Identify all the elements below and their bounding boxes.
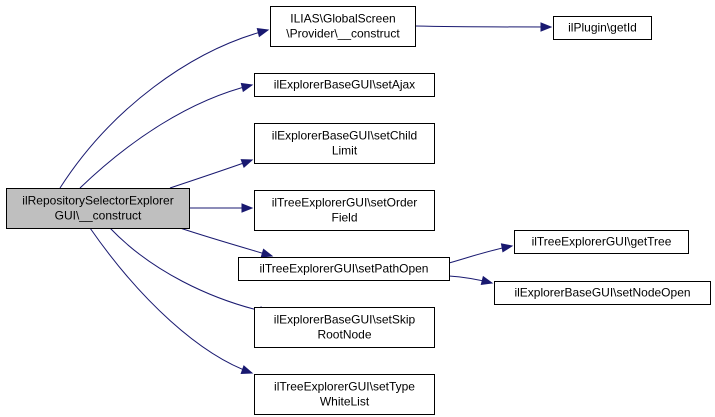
- arrowhead-n3: [240, 82, 254, 93]
- node-box: [254, 123, 435, 164]
- node-label: ilRepositorySelectorExplorer: [22, 194, 173, 208]
- node-label: ilTreeExplorerGUI\setType: [274, 380, 415, 394]
- node-label: ilExplorerBaseGUI\setSkip: [274, 313, 416, 327]
- node-box: [494, 281, 711, 305]
- node-label: WhiteList: [320, 395, 370, 409]
- function-node[interactable]: ilExplorerBaseGUI\setAjax: [254, 73, 435, 97]
- arrowhead-n7: [500, 243, 514, 253]
- node-box: [254, 73, 435, 97]
- arrowhead-n6: [260, 248, 274, 258]
- node-label: ilTreeExplorerGUI\setOrder: [272, 196, 418, 210]
- node-label: ilPlugin\getId: [568, 21, 637, 35]
- function-node[interactable]: ilExplorerBaseGUI\setNodeOpen: [494, 281, 711, 305]
- node-label: GUI\__construct: [55, 209, 142, 223]
- node-box: [270, 6, 416, 47]
- function-node[interactable]: ILIAS\GlobalScreen\Provider\__construct: [270, 6, 416, 47]
- node-label: Limit: [332, 144, 358, 158]
- node-label: \Provider\__construct: [286, 27, 400, 41]
- node-box: [254, 374, 435, 415]
- edge-root-to-n4: [169, 159, 253, 189]
- edge-root-to-n6: [179, 227, 273, 257]
- function-node[interactable]: ilTreeExplorerGUI\getTree: [514, 230, 689, 254]
- node-label: ilTreeExplorerGUI\getTree: [532, 235, 672, 249]
- node-label: RootNode: [317, 328, 371, 342]
- arrowhead-n4: [240, 159, 254, 169]
- arrowhead-n10: [240, 365, 254, 375]
- edge-root-to-n1: [59, 29, 269, 189]
- node-box: [553, 16, 652, 40]
- node-label: ilExplorerBaseGUI\setNodeOpen: [514, 286, 690, 300]
- arrowhead-n5: [241, 203, 254, 213]
- node-label: ilExplorerBaseGUI\setChild: [272, 129, 417, 143]
- node-box: [254, 307, 435, 348]
- edge-root-to-n10: [89, 227, 253, 374]
- arrowhead-n1: [256, 28, 270, 38]
- arrowhead-n2: [540, 22, 553, 32]
- node-box: [254, 190, 435, 231]
- root-node: ilRepositorySelectorExplorerGUI\__constr…: [6, 188, 190, 229]
- node-box: [514, 230, 689, 254]
- node-label: Field: [331, 211, 357, 225]
- node-label: ilExplorerBaseGUI\setAjax: [274, 78, 415, 92]
- function-node[interactable]: ilPlugin\getId: [553, 16, 652, 40]
- node-box: [6, 188, 190, 229]
- edge-n1-to-n2: [414, 25, 552, 28]
- edge-root-to-n9: [109, 227, 271, 314]
- node-box: [238, 257, 450, 281]
- function-node[interactable]: ilTreeExplorerGUI\setPathOpen: [238, 257, 450, 281]
- arrowhead-n8: [480, 275, 494, 286]
- node-label: ilTreeExplorerGUI\setPathOpen: [260, 262, 429, 276]
- edge-root-to-n3: [79, 84, 253, 189]
- node-label: ILIAS\GlobalScreen: [290, 12, 395, 26]
